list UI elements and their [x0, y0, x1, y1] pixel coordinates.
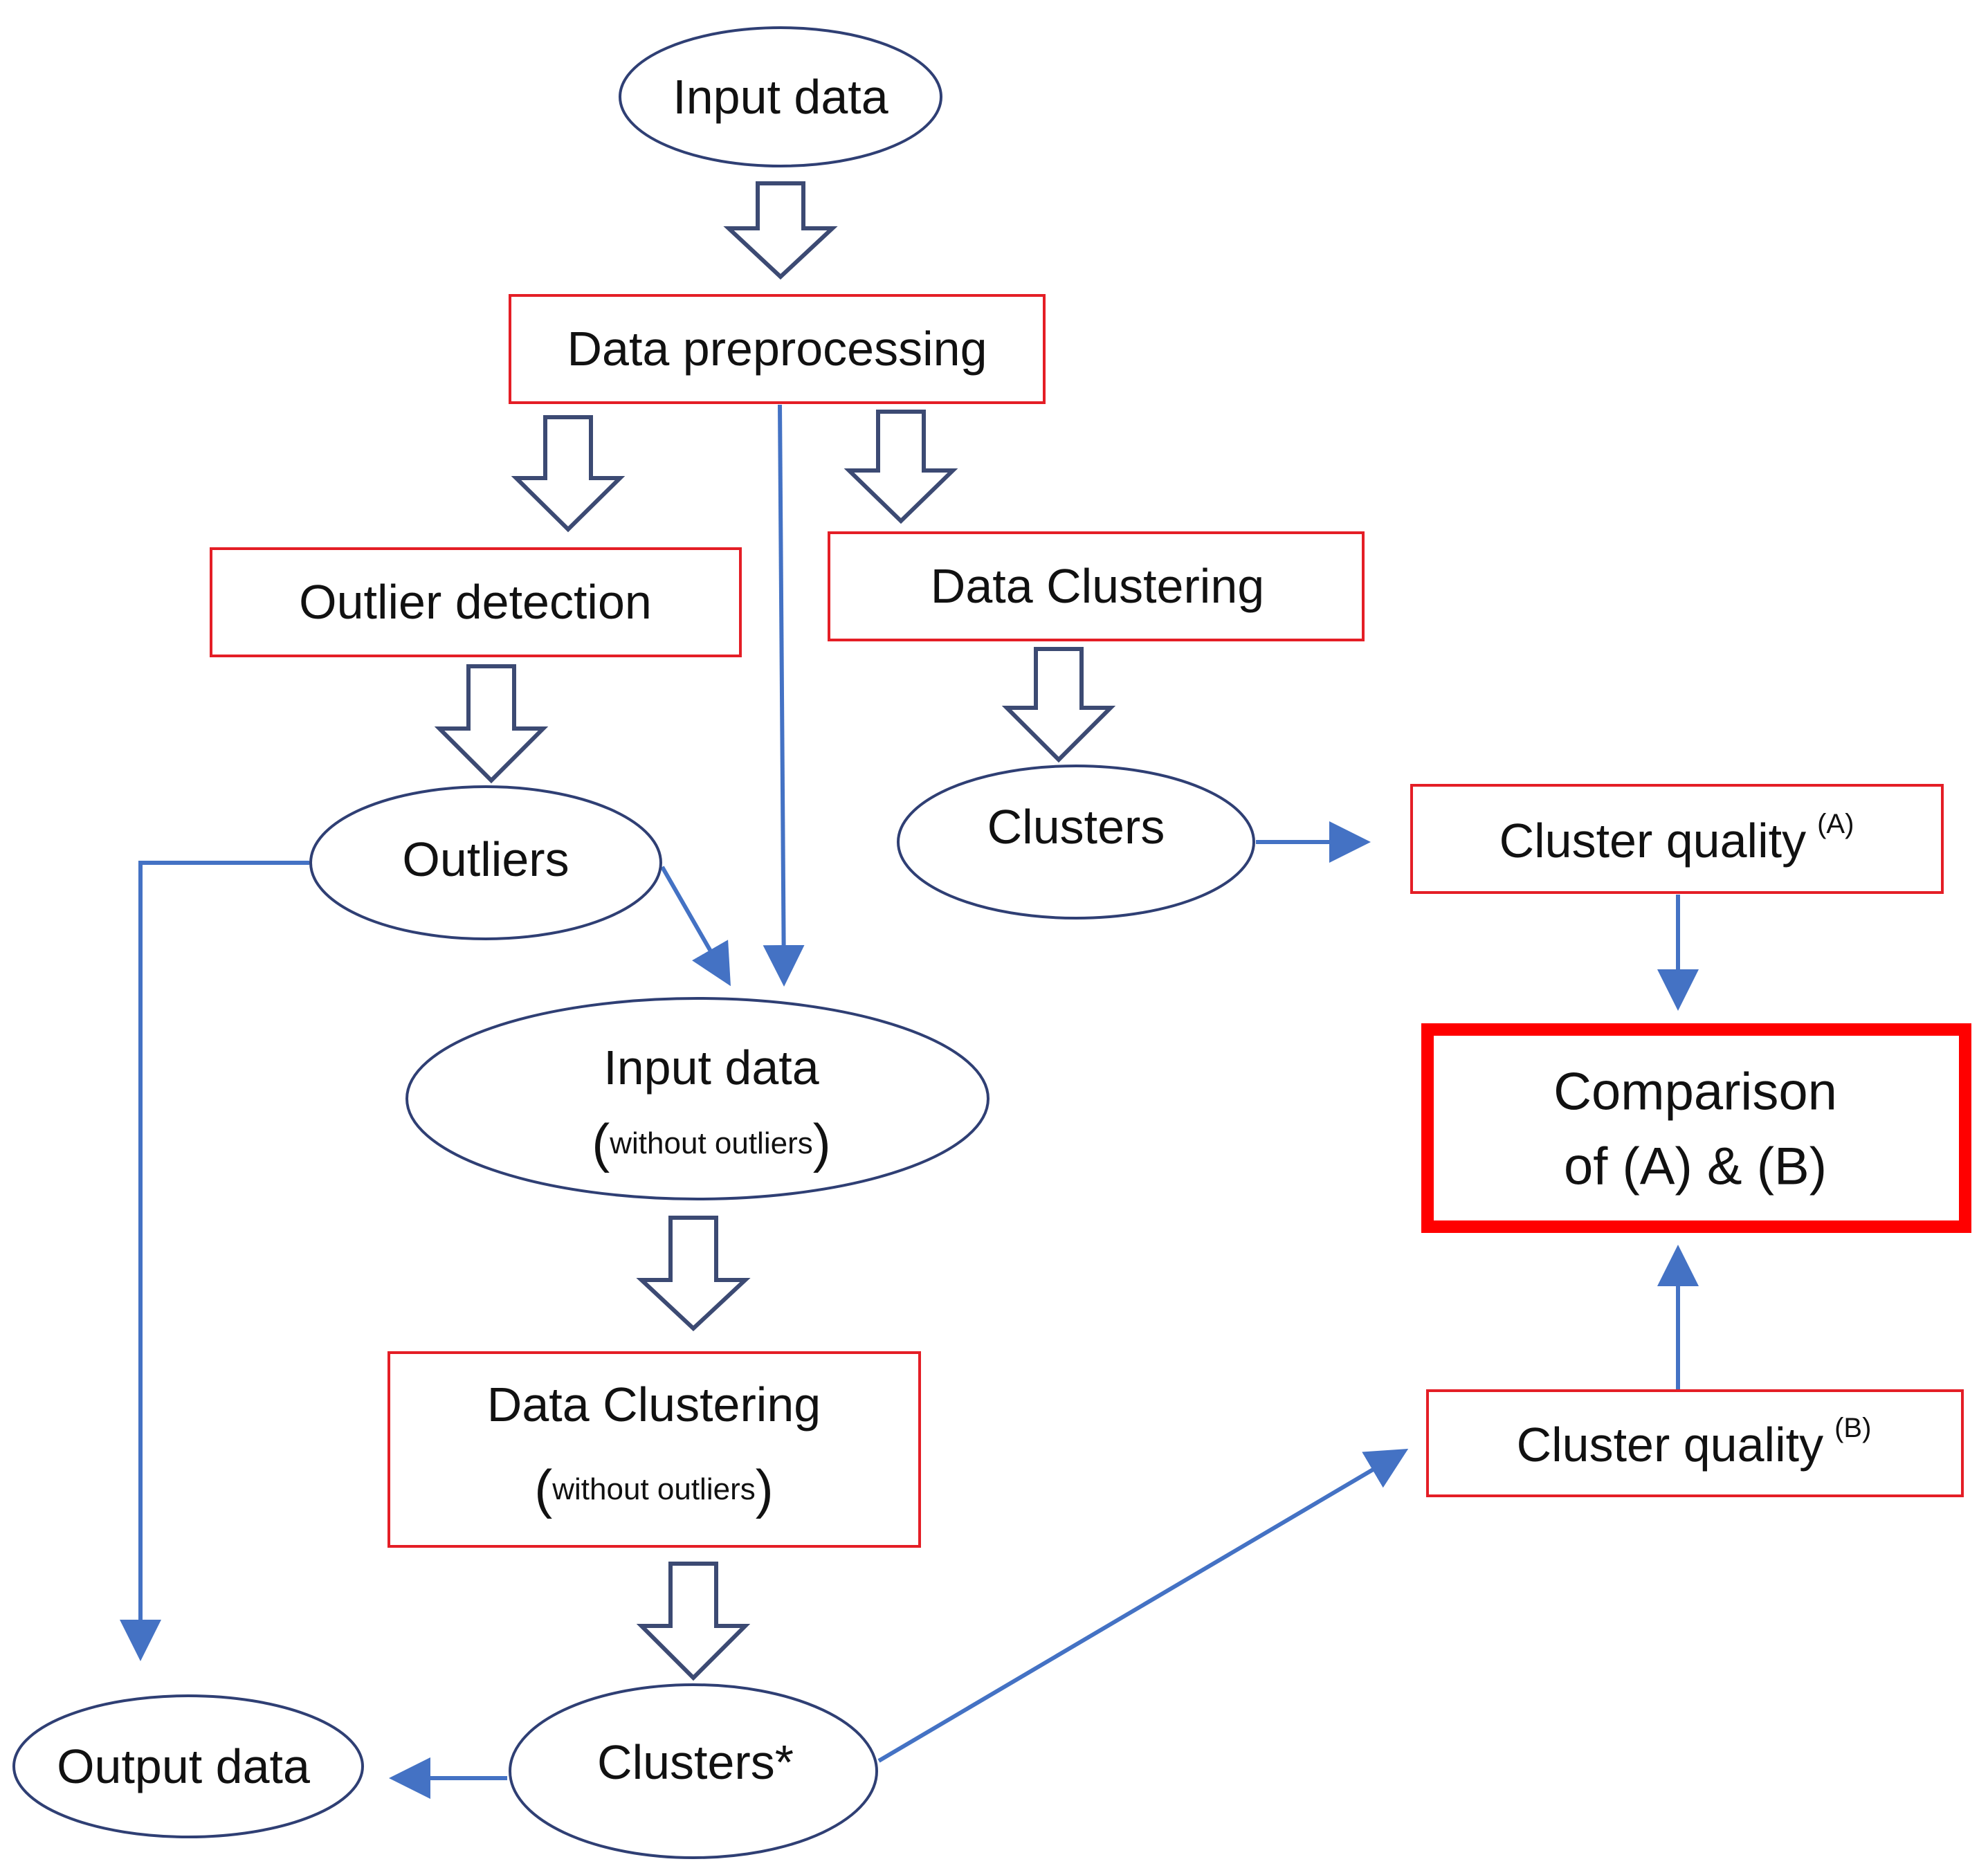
node-comparison-line2: of (A) & (B): [1564, 1137, 1827, 1196]
svg-text:(without outliers): (without outliers): [534, 1458, 773, 1519]
block-arrow-clean-input-to-clustering: [636, 1216, 751, 1332]
node-input-data-clean-paren-open: (: [592, 1113, 610, 1173]
node-data-clustering-top-label: Data Clustering: [931, 559, 1264, 613]
node-input-data-clean-paren-close: ): [813, 1113, 831, 1173]
svg-text:Cluster quality(A): Cluster quality (A): [1499, 809, 1854, 868]
block-arrow-preprocessing-to-data-clustering: [843, 410, 958, 524]
connector-clusters-star-to-quality-b: [877, 1448, 1409, 1763]
connector-preprocessing-to-clean-input: [763, 404, 805, 987]
node-output-data-label: Output data: [57, 1739, 310, 1793]
connector-outliers-to-clean-input: [660, 866, 731, 987]
node-comparison-line1: Comparison: [1553, 1063, 1837, 1122]
node-comparison: Comparison of (A) & (B): [1421, 1023, 1971, 1233]
block-arrow-clustering-to-clusters-star: [636, 1562, 751, 1681]
node-cluster-quality-b-label: Cluster quality: [1517, 1418, 1824, 1472]
node-data-clustering-top: Data Clustering: [828, 531, 1365, 641]
node-clusters-top-label: Clusters: [987, 800, 1165, 854]
node-outlier-detection: Outlier detection: [210, 547, 742, 657]
node-clusters-star: Clusters*: [509, 1683, 878, 1859]
node-cluster-quality-a: Cluster quality (A): [1410, 784, 1944, 894]
node-input-data-label: Input data: [673, 70, 888, 124]
connector-outliers-to-output: [120, 861, 309, 1661]
node-data-clustering-clean-paren-close: ): [756, 1458, 774, 1519]
svg-text:(without outliers): (without outliers): [592, 1113, 830, 1173]
node-input-data-clean-note: without outliers: [609, 1126, 812, 1160]
block-arrow-preprocessing-to-outlier-detection: [511, 415, 626, 533]
node-cluster-quality-b: Cluster quality (B): [1426, 1389, 1964, 1497]
node-clusters-top: Clusters: [897, 765, 1255, 920]
block-arrows: [434, 181, 1116, 1681]
node-cluster-quality-a-superscript: (A): [1817, 809, 1854, 839]
connectors: [120, 404, 1699, 1799]
node-data-preprocessing: Data preprocessing: [509, 294, 1046, 404]
node-input-data: Input data: [619, 26, 942, 167]
node-input-data-clean-label: Input data: [603, 1041, 819, 1095]
block-arrow-data-clustering-to-clusters: [1001, 647, 1116, 763]
node-data-clustering-clean-note: without outliers: [551, 1472, 755, 1506]
node-cluster-quality-b-superscript: (B): [1834, 1413, 1871, 1443]
node-data-clustering-clean-paren-open: (: [534, 1458, 552, 1519]
node-data-preprocessing-label: Data preprocessing: [567, 322, 987, 376]
node-outliers: Outliers: [309, 785, 662, 940]
node-input-data-clean: Input data (without outliers): [405, 997, 990, 1200]
node-outlier-detection-label: Outlier detection: [299, 575, 652, 629]
svg-text:Cluster quality(B): Cluster quality (B): [1517, 1413, 1872, 1472]
node-data-clustering-clean: Data Clustering (without outliers): [387, 1351, 921, 1548]
block-arrow-input-to-preprocessing: [723, 181, 838, 280]
node-outliers-label: Outliers: [402, 832, 569, 886]
node-clusters-star-label: Clusters*: [597, 1735, 794, 1789]
node-cluster-quality-a-label: Cluster quality: [1499, 814, 1807, 868]
node-data-clustering-clean-label: Data Clustering: [487, 1378, 821, 1432]
node-output-data: Output data: [12, 1694, 364, 1838]
block-arrow-outlier-detection-to-outliers: [434, 664, 549, 784]
